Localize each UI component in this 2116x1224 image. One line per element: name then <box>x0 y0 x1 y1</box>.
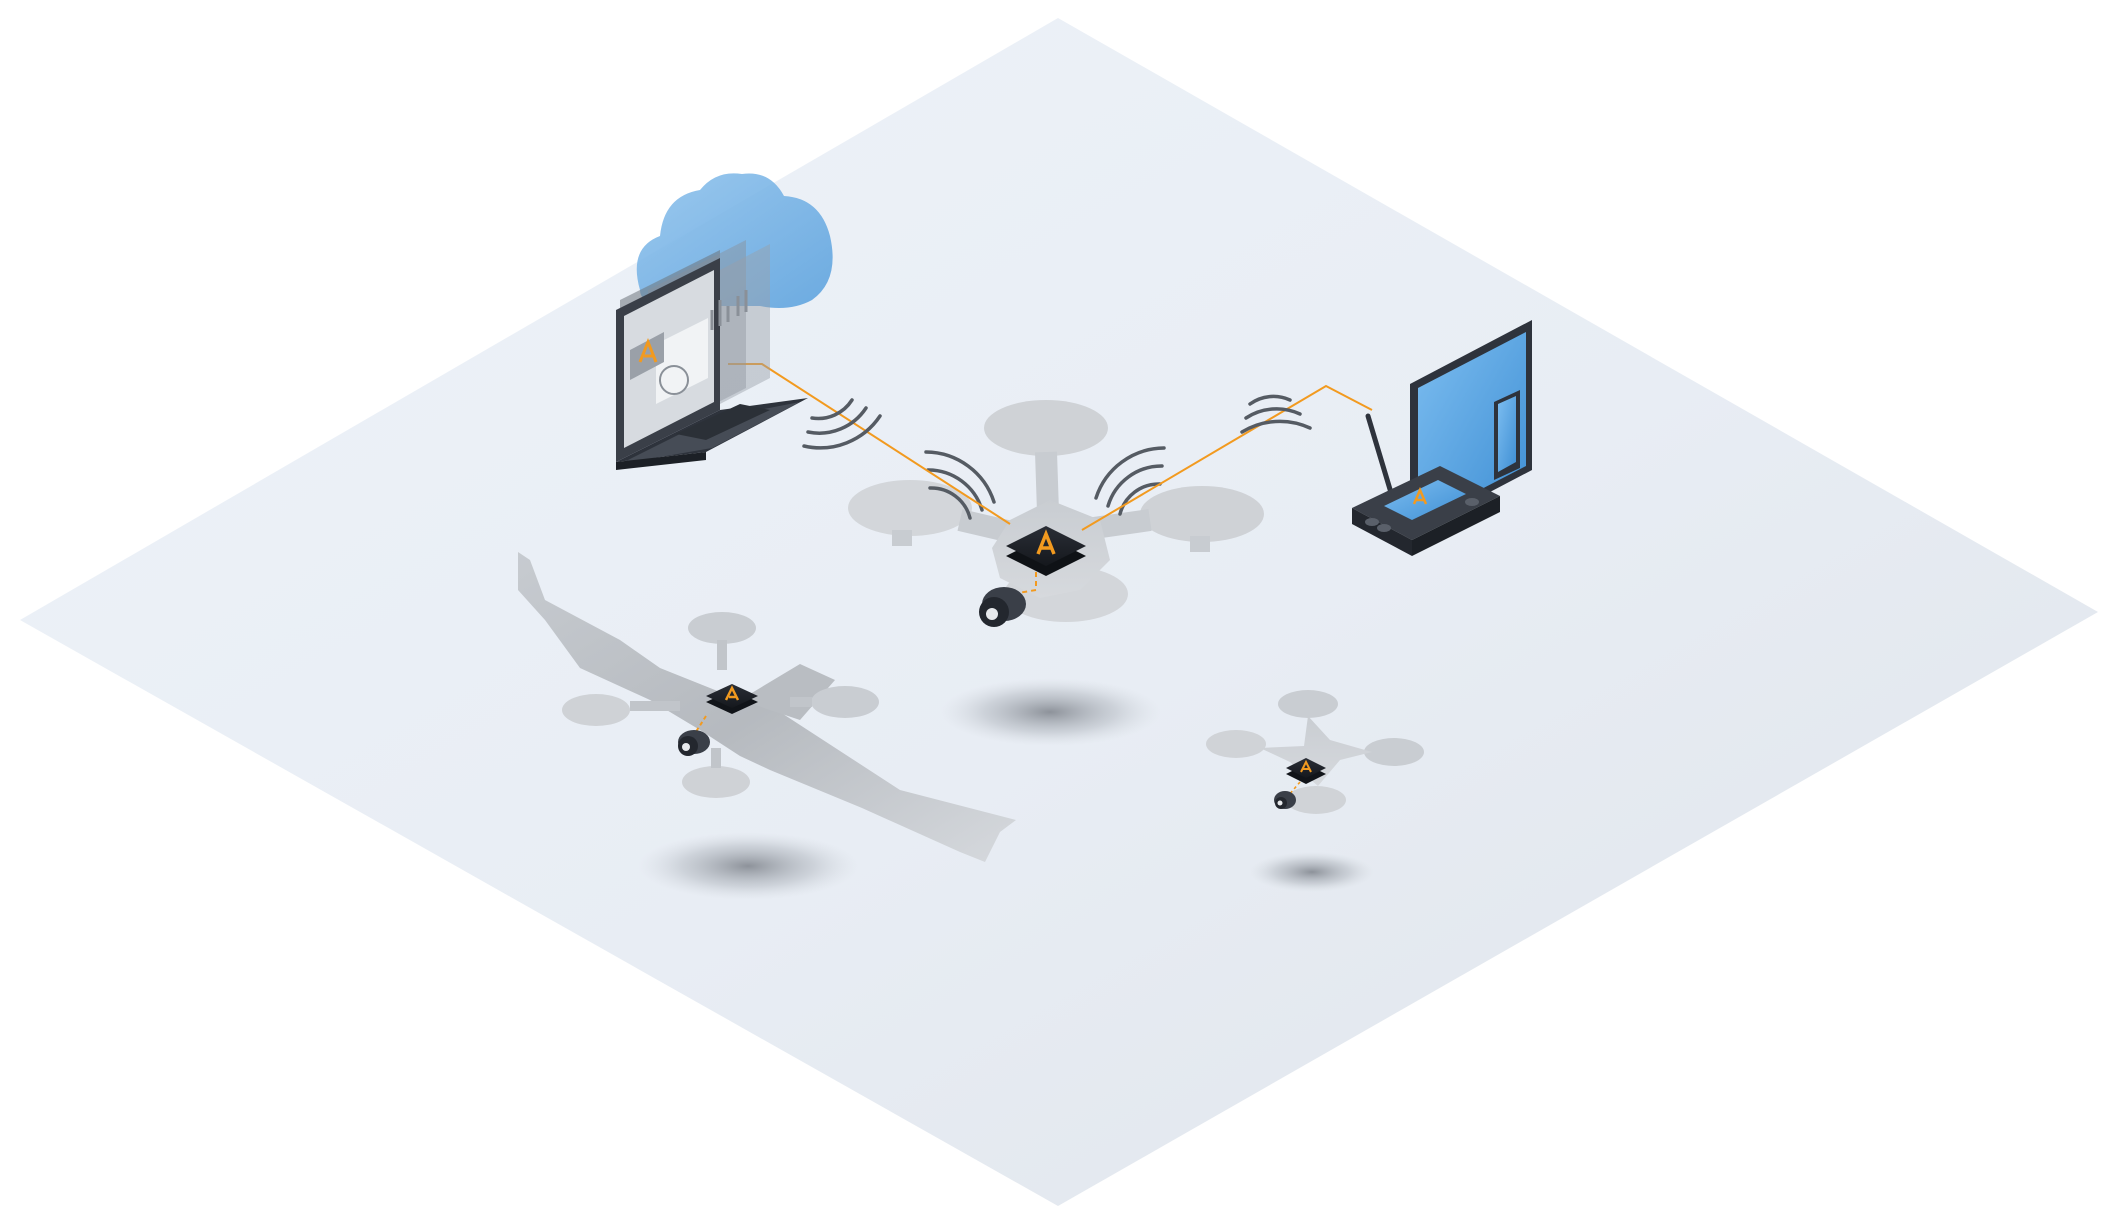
main-drone-icon[interactable] <box>848 400 1264 627</box>
autopilot-module <box>706 684 758 714</box>
vtol-drone-icon[interactable] <box>518 552 1016 862</box>
main-drone-camera-icon <box>979 572 1037 627</box>
vtol-ground-shadow <box>638 832 858 900</box>
main-drone-ground-shadow <box>940 678 1160 746</box>
autopilot-module <box>1006 526 1086 576</box>
wifi-signal-icon <box>802 394 1312 450</box>
autopilot-module <box>1286 758 1326 784</box>
small-drone-camera-icon <box>1274 781 1301 809</box>
small-drone-icon[interactable] <box>1206 690 1424 814</box>
wifi-signal-icon <box>924 446 1166 520</box>
ground-station-icon[interactable] <box>1352 320 1532 556</box>
ground-station-link-line <box>1081 384 1373 531</box>
vtol-camera-icon <box>678 715 710 756</box>
small-drone-ground-shadow <box>1250 852 1374 892</box>
laptop-icon[interactable] <box>616 240 808 470</box>
laptop-link-line <box>728 363 1011 525</box>
